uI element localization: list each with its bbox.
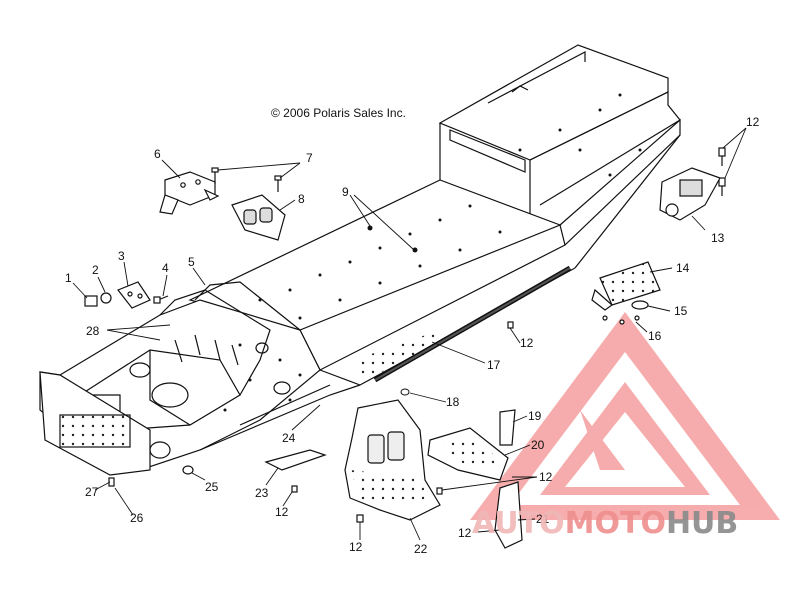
callout-19: 19: [528, 409, 542, 423]
callout-21: 21: [536, 512, 550, 526]
watermark-logo: [470, 312, 780, 520]
callout-8: 8: [298, 192, 305, 206]
part-17-rail: [373, 265, 572, 383]
callout-9: 9: [342, 185, 349, 199]
part-6-bracket: [159, 171, 220, 215]
callout-4: 4: [162, 261, 169, 275]
part-23-plate: [264, 449, 327, 471]
watermark-wordmark: AUTOMOTOHUB: [472, 506, 738, 541]
callout-5: 5: [188, 255, 195, 269]
callout-labels: 1 2 3 4 5 6 7 8 9 12 13 14 15 16 12 17 1…: [65, 115, 760, 556]
copyright-text: © 2006 Polaris Sales Inc.: [271, 106, 406, 120]
callout-26: 26: [130, 511, 144, 525]
callout-22: 22: [414, 542, 428, 556]
chassis-tunnel: [39, 44, 681, 476]
callout-25: 25: [205, 480, 219, 494]
part-8-plate: [231, 194, 286, 241]
callout-24: 24: [282, 431, 296, 445]
callout-28: 28: [86, 324, 100, 338]
part-7-screws: [211, 167, 282, 192]
callout-1: 1: [65, 271, 72, 285]
callout-18: 18: [446, 395, 460, 409]
part-19-plate: [499, 409, 516, 446]
part-21-bracket: [494, 481, 523, 549]
callout-17: 17: [487, 358, 501, 372]
part-14-block: [591, 261, 661, 311]
part-1-4-hardware: [84, 281, 169, 309]
callout-3: 3: [118, 249, 125, 263]
callout-12f: 12: [275, 505, 289, 519]
callout-12d: 12: [458, 526, 472, 540]
watermark-part-2: MOTO: [564, 506, 666, 541]
leader-lines: [72, 127, 747, 541]
callout-15: 15: [674, 304, 688, 318]
callout-16: 16: [648, 329, 662, 343]
callout-6: 6: [154, 147, 161, 161]
part-13-bracket: [659, 167, 721, 221]
callout-13: 13: [711, 231, 725, 245]
watermark-part-1: AUTO: [472, 506, 565, 541]
part-18-plug: [400, 388, 410, 396]
callout-12a: 12: [746, 115, 760, 129]
callout-12c: 12: [539, 470, 553, 484]
part-20-panel: [427, 427, 509, 481]
callout-12b: 12: [520, 336, 534, 350]
callout-20: 20: [531, 438, 545, 452]
part-25-27-hardware: [108, 465, 194, 487]
part-28-rods: [174, 334, 239, 366]
callout-7: 7: [306, 151, 313, 165]
callout-23: 23: [255, 486, 269, 500]
callout-27: 27: [85, 485, 99, 499]
callout-12e: 12: [349, 540, 363, 554]
callout-2: 2: [92, 263, 99, 277]
part-12-screws: [291, 147, 726, 523]
callout-14: 14: [676, 261, 690, 275]
part-15-16-washers: [602, 300, 649, 325]
watermark-part-3: HUB: [665, 506, 739, 541]
part-22-shield: [344, 399, 441, 521]
